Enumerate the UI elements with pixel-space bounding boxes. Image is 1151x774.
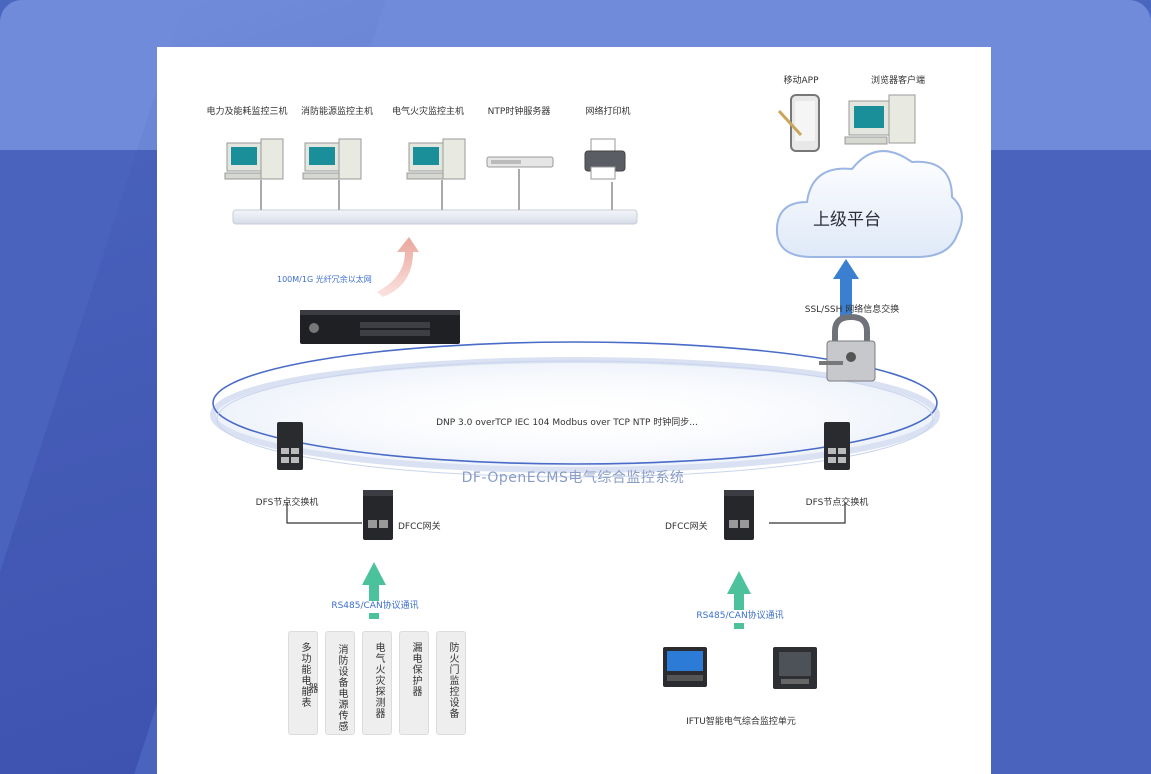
computer-icon bbox=[224, 138, 284, 180]
ring-network bbox=[210, 341, 940, 478]
computer-icon bbox=[406, 138, 466, 180]
device-box-1: 多功能电能表 bbox=[288, 631, 318, 735]
dfs-switch-right-label: DFS节点交换机 bbox=[805, 498, 869, 508]
computer-icon bbox=[302, 138, 362, 180]
device-box-5: 防火门监控设备 bbox=[436, 631, 466, 735]
printer-icon bbox=[584, 138, 626, 180]
top-node-label-2: 消防能源监控主机 bbox=[300, 107, 374, 117]
lock-icon bbox=[819, 313, 876, 382]
dfs-switch-left-label: DFS节点交换机 bbox=[255, 498, 319, 508]
device-box-4: 漏电保护器 bbox=[399, 631, 429, 735]
dfs-switch-left-icon bbox=[277, 422, 303, 470]
diagram-card: 电力及能耗监控三机 消防能源监控主机 电气火灾监控主机 NTP时钟服务器 网络打… bbox=[157, 47, 991, 774]
system-name: DF-OpenECMS电气综合监控系统 bbox=[461, 470, 685, 486]
cloud-icon bbox=[775, 150, 963, 258]
dfcc-gateway-right-icon bbox=[724, 490, 754, 540]
ssl-label: SSL/SSH 网络信息交换 bbox=[804, 305, 900, 315]
network-diagram bbox=[210, 94, 963, 689]
top-node-label-5: 网络打印机 bbox=[585, 107, 631, 117]
device-label-3: 电气火灾探测器 bbox=[373, 642, 384, 719]
client-label-browser: 浏览器客户端 bbox=[870, 76, 926, 86]
arrow-up-right-icon bbox=[727, 571, 751, 629]
dfs-switch-right-icon bbox=[824, 422, 850, 470]
ntp-server-icon bbox=[486, 156, 554, 168]
arrow-up-left-icon bbox=[362, 562, 386, 619]
rs485-left-label: RS485/CAN协议通讯 bbox=[331, 601, 419, 611]
rs485-right-label: RS485/CAN协议通讯 bbox=[696, 611, 784, 621]
ethernet-label: 100M/1G 光纤冗余以太网 bbox=[277, 275, 372, 284]
device-label-1: 多功能电能表 bbox=[299, 642, 310, 708]
mobile-app-icon bbox=[777, 94, 820, 152]
device-label-2: 消防设备电源传感器 bbox=[306, 644, 347, 732]
browser-client-icon bbox=[844, 94, 916, 145]
arrow-up-icon bbox=[833, 259, 859, 319]
cloud-label: 上级平台 bbox=[813, 210, 881, 230]
dfcc-gateway-left-icon bbox=[363, 490, 393, 540]
core-switch-icon bbox=[300, 310, 460, 344]
iftu-label: IFTU智能电气综合监控单元 bbox=[686, 717, 796, 727]
top-node-label-4: NTP时钟服务器 bbox=[487, 107, 551, 117]
top-node-label-1: 电力及能耗监控三机 bbox=[206, 107, 288, 117]
switch-gateway-links bbox=[286, 502, 846, 524]
top-bus bbox=[232, 169, 638, 225]
device-box-3: 电气火灾探测器 bbox=[362, 631, 392, 735]
protocols-label: DNP 3.0 overTCP IEC 104 Modbus over TCP … bbox=[436, 418, 698, 428]
device-label-4: 漏电保护器 bbox=[410, 642, 421, 697]
iftu-unit-icon bbox=[663, 647, 707, 687]
top-node-label-3: 电气火灾监控主机 bbox=[391, 107, 465, 117]
device-label-5: 防火门监控设备 bbox=[447, 642, 458, 719]
iftu-meter-icon bbox=[773, 647, 817, 689]
dfcc-gateway-left-label: DFCC网关 bbox=[398, 522, 441, 532]
dfcc-gateway-right-label: DFCC网关 bbox=[665, 522, 708, 532]
uplink-arrow-icon bbox=[377, 237, 419, 297]
device-box-2: 消防设备电源传感器 bbox=[306, 631, 355, 735]
client-label-mobile: 移动APP bbox=[783, 76, 819, 86]
